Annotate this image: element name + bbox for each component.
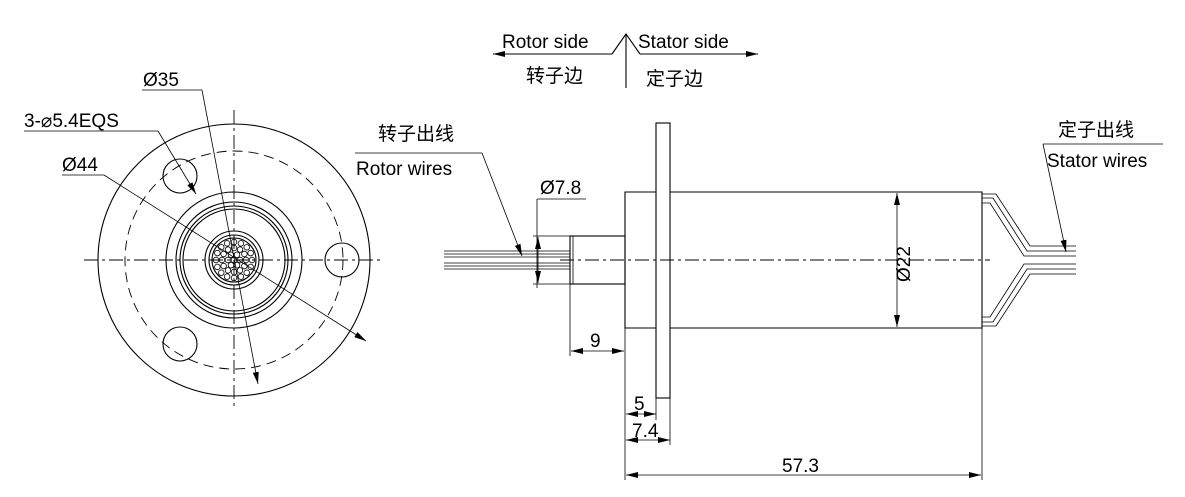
mount-holes-label: 3-⌀5.4EQS	[24, 111, 119, 132]
main-body	[670, 191, 983, 329]
stator-wires-label: Stator wires	[1047, 151, 1147, 172]
total-len-label: 57.3	[782, 456, 819, 477]
wire-strand	[223, 240, 231, 247]
wire-strand	[227, 261, 235, 269]
mount-holes-dimension-line	[157, 130, 197, 195]
wire-strand	[224, 267, 232, 274]
shaft-dia-label: Ø7.8	[540, 178, 581, 199]
wire-strand	[224, 246, 232, 253]
rotor-wires-pointer	[481, 152, 523, 257]
wire-strand	[214, 249, 221, 257]
rotor-side-cn-label: 转子边	[526, 65, 583, 87]
wire-strand	[247, 249, 254, 257]
wire-strand	[243, 244, 250, 251]
direction-indicator: Rotor side Stator side 转子边 定子边	[493, 32, 758, 90]
stator-side-label: Stator side	[638, 32, 729, 53]
wire-strand	[236, 267, 244, 274]
mount-hole-3	[162, 326, 198, 362]
wire-strand	[223, 273, 231, 280]
wire-strand	[233, 251, 241, 259]
wire-strand	[220, 262, 227, 270]
flange-thk-label: 5	[634, 394, 645, 415]
side-view: Ø7.8 转子出线 Rotor wires 定子出线 Stator wires …	[355, 119, 1163, 480]
flange-plate	[655, 122, 671, 399]
wire-strand	[237, 240, 245, 247]
wire-strand	[247, 263, 254, 271]
flange-label: Ø44	[62, 155, 98, 176]
rotor-wire-bundle	[444, 250, 570, 270]
stator-wires-cn-label: 定子出线	[1058, 119, 1134, 141]
rotor-wires-cn-label: 转子出线	[378, 123, 454, 145]
wire-strand	[214, 263, 221, 271]
body-dia-label: Ø22	[894, 246, 915, 282]
shaft-len-label: 9	[590, 331, 601, 352]
front-view: Ø35 3-⌀5.4EQS Ø44	[24, 70, 384, 410]
wire-strand	[237, 273, 245, 280]
wire-strand	[241, 250, 248, 258]
stator-side-cn-label: 定子边	[646, 68, 703, 90]
wire-strand	[243, 269, 250, 276]
flange-dimension-line	[103, 174, 367, 342]
rotor-wires-label: Rotor wires	[356, 159, 452, 180]
wire-strand	[218, 269, 225, 276]
stator-wires-pointer	[1042, 143, 1067, 253]
pcd-label: Ø35	[143, 70, 179, 91]
wire-strand	[236, 246, 244, 253]
pcd-dimension-line	[201, 89, 259, 385]
stator-wire-bundle	[982, 193, 1076, 327]
flange-pos-label: 7.4	[632, 421, 659, 442]
mount-hole-1	[162, 158, 198, 194]
rotor-side-label: Rotor side	[502, 32, 589, 53]
